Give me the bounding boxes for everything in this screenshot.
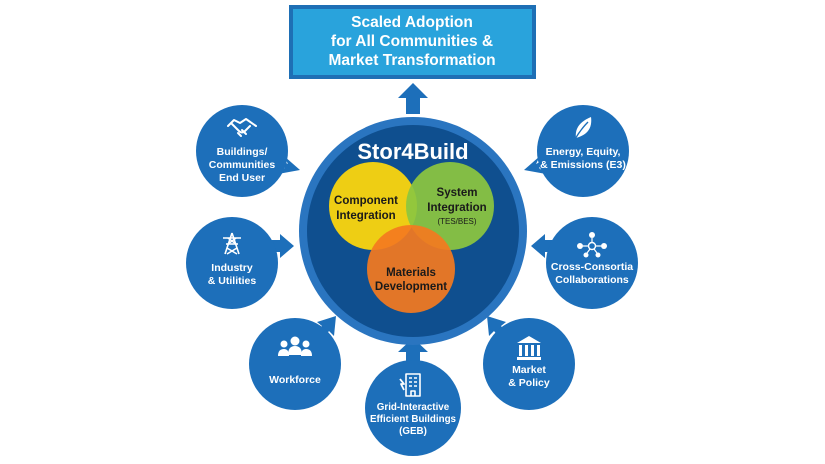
arrow-geb	[398, 338, 428, 362]
node-workforce-line-1: Workforce	[269, 374, 321, 386]
node-industry: Industry & Utilities	[186, 217, 278, 309]
venn-system-line-1: System	[437, 187, 478, 199]
hub: Stor4Build Component Integration System …	[299, 117, 527, 345]
handshake-icon	[227, 118, 257, 137]
node-market-line-2: & Policy	[508, 377, 550, 389]
venn-component-line-1: Component	[334, 195, 398, 207]
banner: Scaled Adoption for All Communities & Ma…	[289, 5, 536, 79]
smart-building-icon	[399, 373, 421, 397]
node-industry-line-2: & Utilities	[208, 275, 257, 287]
node-buildings-line-3: End User	[219, 172, 265, 184]
power-tower-icon	[223, 232, 241, 255]
node-buildings-line-2: Communities	[209, 159, 276, 171]
network-people-icon	[577, 232, 607, 258]
node-geb-circle	[365, 360, 461, 456]
venn-materials-line-2: Development	[375, 281, 447, 293]
venn-component-line-2: Integration	[336, 210, 395, 222]
banner-inner	[293, 9, 532, 75]
node-buildings: Buildings/ Communities End User	[196, 105, 288, 197]
node-market-circle	[483, 318, 575, 410]
node-workforce-circle	[249, 318, 341, 410]
node-market: Market & Policy	[483, 318, 575, 410]
node-buildings-circle	[196, 105, 288, 197]
node-energy-line-1: Energy, Equity,	[546, 146, 621, 158]
node-geb-line-1: Grid-Interactive	[377, 402, 450, 413]
node-geb: Grid-Interactive Efficient Buildings (GE…	[365, 360, 461, 456]
node-geb-line-2: Efficient Buildings	[370, 414, 457, 425]
venn-component-circle	[329, 162, 417, 250]
team-icon	[278, 336, 312, 356]
node-workforce: Workforce	[249, 318, 341, 410]
node-buildings-line-1: Buildings/	[217, 146, 268, 158]
venn-materials-line-1: Materials	[386, 267, 436, 279]
node-market-line-1: Market	[512, 364, 546, 376]
arrow-buildings	[276, 156, 300, 174]
node-collab-circle	[546, 217, 638, 309]
leaf-icon	[573, 117, 592, 142]
node-energy-circle	[537, 105, 629, 197]
hub-title: Stor4Build	[357, 139, 468, 164]
node-industry-circle	[186, 217, 278, 309]
banner-line-1: Scaled Adoption	[351, 14, 473, 31]
banner-line-3: Market Transformation	[328, 52, 495, 69]
node-geb-line-3: (GEB)	[399, 426, 427, 437]
venn-system-line-2: Integration	[427, 202, 486, 214]
bank-icon	[517, 336, 541, 360]
arrow-to-banner	[398, 83, 428, 114]
venn-system-sub: (TES/BES)	[437, 217, 476, 226]
venn-system-circle	[406, 162, 494, 250]
node-collab-line-1: Cross-Consortia	[551, 261, 633, 273]
node-energy-line-2: & Emissions (E3)	[540, 159, 626, 171]
node-energy: Energy, Equity, & Emissions (E3)	[537, 105, 629, 197]
banner-line-2: for All Communities &	[331, 33, 493, 50]
venn-materials-circle	[367, 225, 455, 313]
node-collab: Cross-Consortia Collaborations	[546, 217, 638, 309]
node-collab-line-2: Collaborations	[555, 274, 629, 286]
arrow-energy	[524, 156, 548, 174]
node-industry-line-1: Industry	[211, 262, 253, 274]
